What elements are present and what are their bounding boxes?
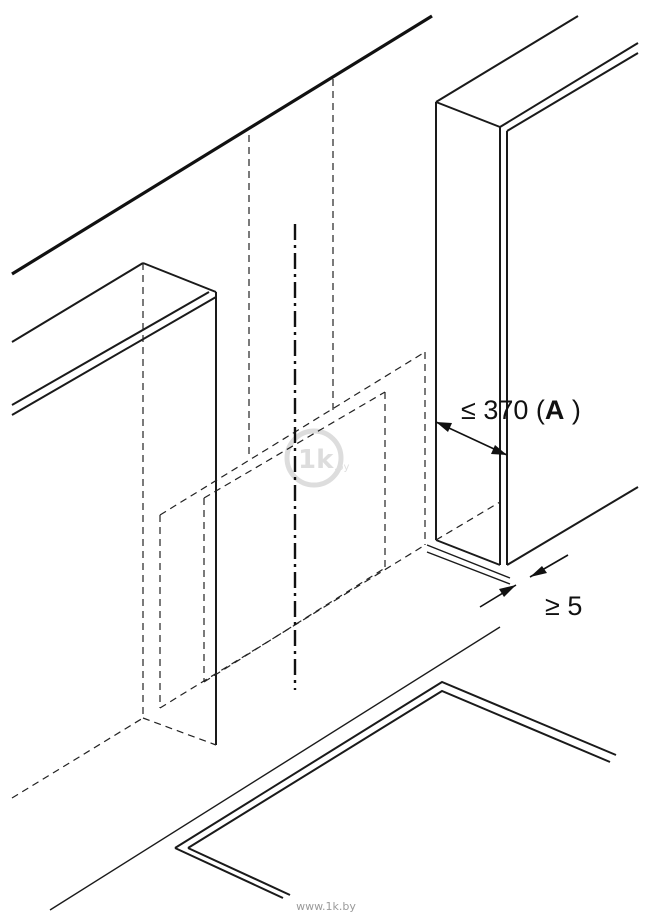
max-width-prefix: ≤ 370 ( [461, 395, 545, 425]
hood-body [159, 351, 426, 709]
arrow-head-up-icon [530, 566, 547, 577]
ceiling-line [11, 14, 433, 276]
arrow-head-down-icon [499, 585, 516, 597]
watermark-text: www.1k.by [296, 900, 356, 913]
dimension-max-width [435, 421, 508, 456]
cooktop [174, 680, 617, 899]
arrow-head-right-icon [491, 445, 507, 455]
left-wall-cabinet [11, 262, 217, 799]
arrow-head-left-icon [436, 422, 452, 432]
min-gap-label: ≥ 5 [545, 591, 583, 621]
right-wall-cabinet [435, 15, 639, 566]
hood-chimney [248, 79, 334, 455]
watermark-logo-icon: 1k .by [284, 428, 350, 488]
max-width-bold-letter: A [544, 395, 565, 425]
max-width-suffix: ) [564, 395, 581, 425]
svg-text:.by: .by [334, 462, 350, 473]
dimension-min-gap [479, 554, 569, 608]
svg-text:1k: 1k [298, 445, 334, 475]
worktop-edges [49, 544, 511, 911]
max-width-label: ≤ 370 (A ) [461, 397, 581, 424]
